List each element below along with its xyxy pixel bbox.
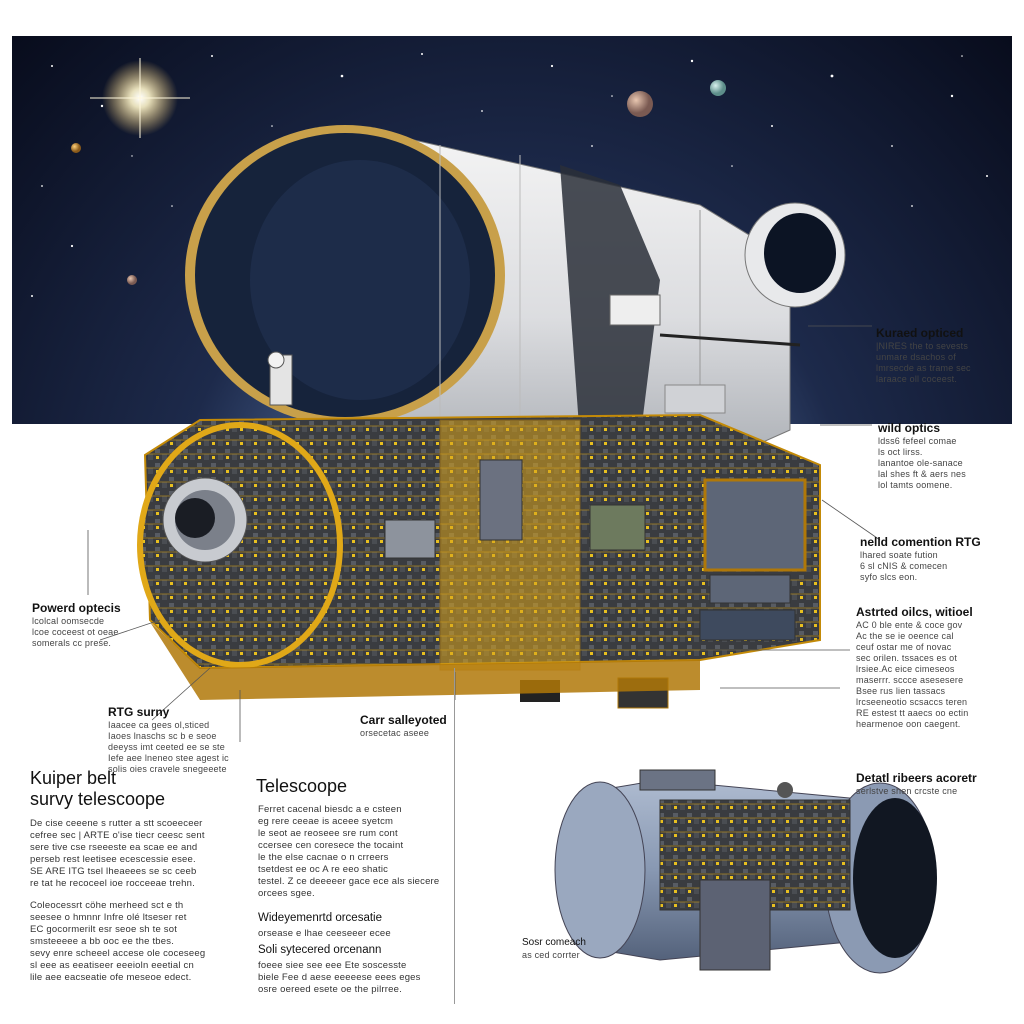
label-description: serlstve shen crcste cne [856, 786, 958, 796]
subheading-soli: Soli sytecered orcenann [258, 944, 382, 956]
label-detail: Detatl ribeers acoretr serlstve shen crc… [856, 772, 1016, 797]
planet [627, 91, 653, 117]
label-title: RTG surny [108, 705, 170, 719]
paragraph-mid-2: foeee siee see eee Ete soscesste biele F… [258, 960, 421, 995]
secondary-telescope-diagram [554, 769, 937, 974]
label-description: lcolcal oomsecde lcoe coceest ot oeae so… [32, 616, 119, 648]
label-title: Sosr comeach [522, 937, 586, 948]
paragraph-mid-1: Ferret cacenal biesdc a e csteen eg rere… [258, 804, 440, 899]
label-title: nelld comention RTG [860, 535, 981, 549]
label-powerd-optecis: Powerd optecis lcolcal oomsecde lcoe coc… [32, 602, 172, 649]
label-sosr: Sosr comeach as ced corrter [522, 936, 622, 961]
label-title: Kuraed opticed [876, 326, 964, 340]
label-description: lhared soate fution 6 sl cNIS & comecen … [860, 550, 948, 582]
label-rtg-right: nelld comention RTG lhared soate fution … [860, 536, 1020, 583]
main-telescope-tube [185, 125, 846, 471]
heading-kuiper-belt: Kuiper belt survy telescoope [30, 768, 166, 809]
label-wild-optics: wild optics ldss6 fefeel comae ls oct li… [878, 422, 1018, 491]
paragraph-left-2: Coleocessrt cöhe merheed sct e th seesee… [30, 900, 206, 983]
subheading-wideyemenrtd: Wideyemenrtd orcesatie [258, 912, 382, 924]
planet [127, 275, 137, 285]
label-title: Carr salleyoted [360, 713, 447, 727]
label-description: ldss6 fefeel comae ls oct lirss. lananto… [878, 436, 966, 490]
stars [31, 53, 988, 297]
label-astrted: Astrted oilcs, witioel AC 0 ble ente & c… [856, 606, 1016, 730]
label-description: AC 0 ble ente & coce gov Ac the se ie oe… [856, 620, 969, 729]
label-kuraed-optics: Kuraed opticed |NIRES the to sevests unm… [876, 327, 1016, 385]
label-description: orsecetac aseee [360, 728, 430, 738]
space-background [31, 53, 988, 297]
gold-instrument-bay [137, 351, 821, 709]
divider-line [454, 668, 455, 1004]
label-description: as ced corrter [522, 950, 580, 960]
planet [71, 143, 81, 153]
subheading-desc: orsease e lhae ceeseeer ecee [258, 928, 391, 939]
label-description: |NIRES the to sevests unmare dsachos of … [876, 341, 971, 384]
paragraph-left-1: De cise ceeene s rutter a stt scoeeceer … [30, 818, 205, 889]
label-carr-salleyoted: Carr salleyoted orsecetac aseee [360, 714, 480, 739]
label-title: wild optics [878, 421, 941, 435]
label-description: Iaacee ca gees ol,sticed Iaoes lnaschs s… [108, 720, 229, 774]
label-rtg-left: RTG surny Iaacee ca gees ol,sticed Iaoes… [108, 706, 258, 775]
label-title: Powerd optecis [32, 601, 121, 615]
label-title: Detatl ribeers acoretr [856, 771, 977, 785]
label-title: Astrted oilcs, witioel [856, 605, 973, 619]
heading-telescope: Telescoope [256, 776, 348, 796]
leader-lines [87, 325, 881, 742]
planet [710, 80, 726, 96]
